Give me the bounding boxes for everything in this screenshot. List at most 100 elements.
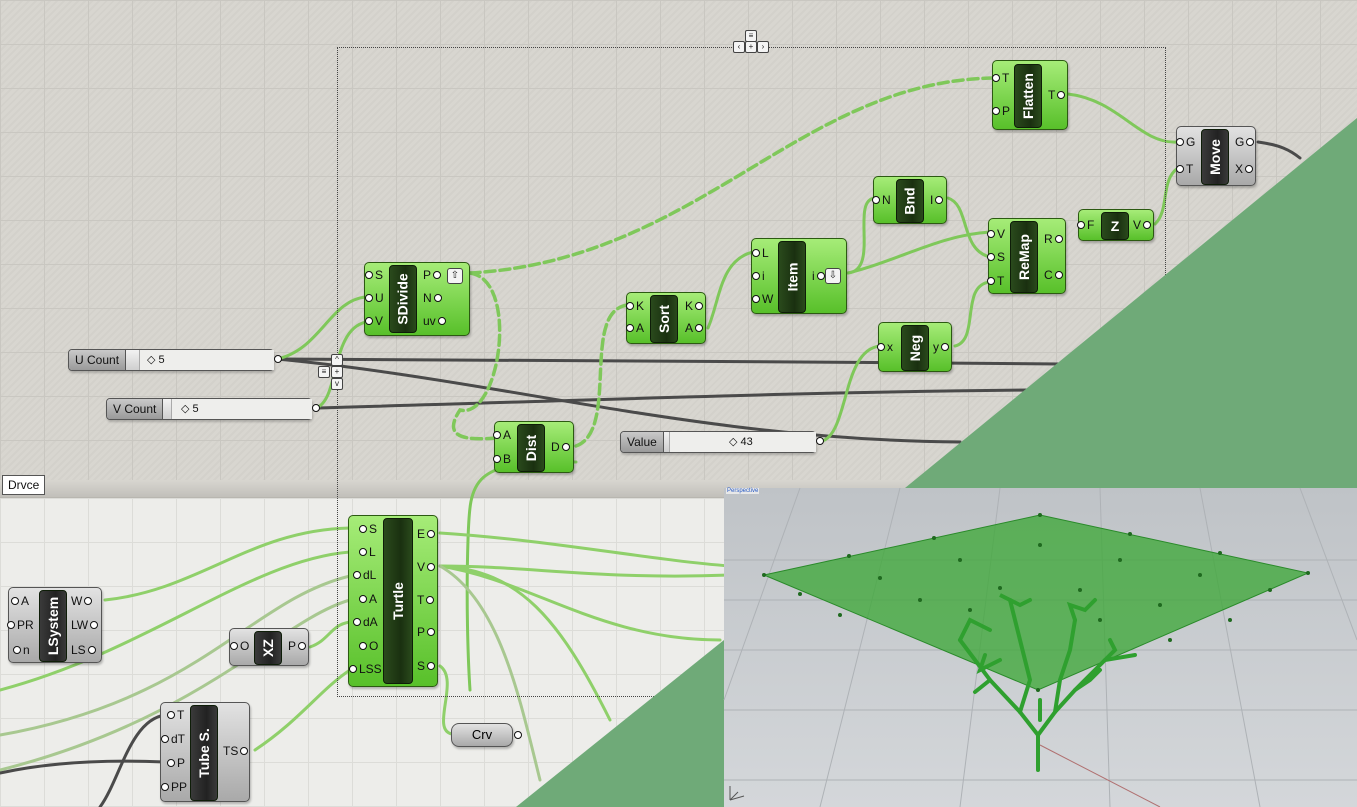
bnd-component[interactable]: N Bnd I [872,176,947,224]
output-pin-e[interactable]: E [417,527,436,541]
input-pin-k[interactable]: K [625,299,645,313]
arrow-down-icon[interactable]: ⇩ [825,268,841,284]
output-pin-v[interactable]: V [417,560,436,574]
add-icon[interactable]: + [331,366,343,378]
input-pin-a[interactable]: A [10,594,30,608]
input-pin-s[interactable]: S [986,250,1006,264]
lsystem-component[interactable]: A PR n LSystem W LW LS [7,587,102,663]
flatten-component[interactable]: T P Flatten T [991,60,1068,130]
input-pin-s[interactable]: S [358,522,378,536]
sdivide-component[interactable]: S U V SDivide P N uv ⇧ [364,262,470,336]
dist-component[interactable]: A B Dist D [492,421,574,473]
input-pin-l[interactable]: L [359,545,376,559]
slider-value: ◇ 43 [729,436,753,448]
output-pin-c[interactable]: C [1044,268,1062,282]
output-pin-n[interactable]: N [423,291,441,305]
zui-controls[interactable]: ^ ≡ + v [318,354,348,390]
z-component[interactable]: F Z V [1076,209,1154,241]
input-pin-p[interactable]: P [991,104,1011,118]
input-pin-f[interactable]: F [1076,218,1095,232]
output-pin-i[interactable]: i [812,269,824,283]
u-count-slider[interactable]: U Count ◇ 5 [68,349,282,371]
wire [438,531,732,568]
v-count-slider[interactable]: V Count ◇ 5 [106,398,320,420]
arrow-up-icon[interactable]: ^ [331,354,343,366]
output-pin[interactable] [816,437,824,445]
value-slider[interactable]: Value ◇ 43 [620,431,824,453]
output-pin-k[interactable]: K [685,299,704,313]
input-pin-pp[interactable]: PP [160,780,188,794]
arrow-left-icon[interactable]: ‹ [733,41,745,53]
output-pin-s[interactable]: S [417,659,436,673]
input-pin-a[interactable]: A [358,592,378,606]
output-pin-r[interactable]: R [1044,232,1062,246]
wire [438,564,732,578]
input-pin-o[interactable]: O [229,639,250,653]
output-pin-y[interactable]: y [933,340,949,354]
output-pin[interactable] [274,355,282,363]
input-pin-da[interactable]: dA [353,615,378,629]
output-pin-uv[interactable]: uv [423,314,446,328]
input-pin-b[interactable]: B [492,452,512,466]
output-pin-ls[interactable]: LS [71,643,96,657]
input-pin-p[interactable]: P [166,756,186,770]
slider-track[interactable] [139,350,274,370]
input-pin-t[interactable]: T [986,274,1005,288]
input-pin-o[interactable]: O [358,639,379,653]
input-pin-l[interactable]: L [752,246,769,260]
surface-points [762,513,1310,692]
wire [103,526,352,602]
arrow-right-icon[interactable]: › [757,41,769,53]
turtle-component[interactable]: S L dL A dA O LSS Turtle E V T P S [348,515,438,687]
remap-component[interactable]: V S T ReMap R C [986,218,1066,294]
component-nameplate: Bnd [896,179,924,223]
input-pin-w[interactable]: W [751,292,774,306]
list-icon[interactable]: ≡ [318,366,330,378]
input-pin-pr[interactable]: PR [7,618,34,632]
input-pin-x[interactable]: x [877,340,893,354]
input-pin-a[interactable]: A [625,321,645,335]
input-pin-dl[interactable]: dL [352,568,377,582]
input-pin-g[interactable]: G [1175,135,1196,149]
input-pin-t[interactable]: T [991,71,1010,85]
input-pin-dt[interactable]: dT [160,732,186,746]
wire [0,598,352,772]
input-pin-u[interactable]: U [365,291,384,305]
arrow-up-icon[interactable]: ⇧ [447,268,463,284]
slider-track[interactable] [171,399,312,419]
group-toolbar[interactable]: ≡ ‹ + › [733,30,769,53]
output-pin[interactable] [312,404,320,412]
input-pin-t[interactable]: T [1175,162,1194,176]
input-pin-v[interactable]: V [986,227,1006,241]
neg-component[interactable]: x Neg y [877,322,952,372]
input-pin-t[interactable]: T [166,708,185,722]
input-pin-a[interactable]: A [492,428,512,442]
crv-param[interactable]: Crv [451,723,522,747]
tube-s-component[interactable]: T dT P PP Tube S. TS [160,702,250,802]
move-component[interactable]: G T Move G X [1175,126,1256,186]
arrow-down-icon[interactable]: v [331,378,343,390]
arrow-center-icon[interactable]: + [745,41,757,53]
output-pin-p[interactable]: P [423,268,442,282]
output-pin-lw[interactable]: LW [71,618,99,632]
input-pin-i[interactable]: i [753,269,765,283]
axis-gizmo [729,786,745,801]
output-pin-a[interactable]: A [685,321,704,335]
output-pin-p[interactable]: P [417,625,436,639]
xz-component[interactable]: O XZ P [229,628,309,666]
output-pin-p[interactable]: P [288,639,307,653]
slider-track[interactable] [669,432,816,452]
output-pin-v[interactable]: V [1133,218,1152,232]
input-pin-n[interactable]: n [13,643,30,657]
component-nameplate: Dist [517,424,545,472]
item-component[interactable]: L i W Item i ⇩ [751,238,847,314]
input-pin-lss[interactable]: LSS [349,662,382,676]
sort-component[interactable]: K A Sort K A [625,292,706,344]
input-pin-v[interactable]: V [364,314,384,328]
input-pin-n[interactable]: N [872,193,891,207]
wire [0,759,167,775]
input-pin-s[interactable]: S [364,268,384,282]
output-pin-x[interactable]: X [1235,162,1254,176]
output-pin-d[interactable]: D [551,440,569,454]
